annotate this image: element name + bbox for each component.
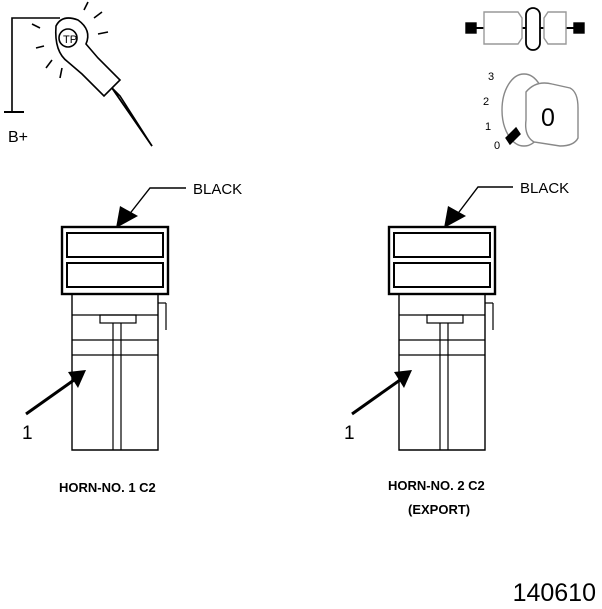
supply-label: B+ bbox=[8, 129, 29, 146]
horn-2-caption: HORN-NO. 2 C2 bbox=[388, 478, 485, 493]
key-position-label: 0 bbox=[541, 104, 555, 132]
horn-1-black-leader bbox=[116, 187, 186, 228]
horn-1-caption: HORN-NO. 1 C2 bbox=[59, 480, 156, 495]
horn-1-connector bbox=[60, 225, 170, 451]
switch-position-2: 2 bbox=[483, 96, 490, 108]
figure-number: 140610 bbox=[512, 579, 596, 607]
horn-1-callout-number: 1 bbox=[22, 423, 33, 444]
switch-position-3: 3 bbox=[488, 71, 495, 83]
switch-position-0: 0 bbox=[494, 140, 501, 152]
horn-1-callout-arrow bbox=[25, 370, 86, 416]
horn-2-wire-color: BLACK bbox=[520, 180, 570, 197]
connector-icon bbox=[465, 7, 585, 51]
horn-2-callout-number: 1 bbox=[344, 423, 355, 444]
svg-text:TP: TP bbox=[63, 34, 77, 46]
horn-2-black-leader bbox=[444, 186, 513, 228]
horn-1-wire-color: BLACK bbox=[193, 181, 243, 198]
horn-2-connector bbox=[387, 225, 497, 451]
test-light-icon: TP bbox=[4, 1, 153, 147]
ignition-switch-icon bbox=[501, 73, 579, 147]
horn-2-caption-note: (EXPORT) bbox=[408, 502, 471, 517]
horn-2-callout-arrow bbox=[351, 370, 412, 416]
switch-position-1: 1 bbox=[485, 121, 492, 133]
